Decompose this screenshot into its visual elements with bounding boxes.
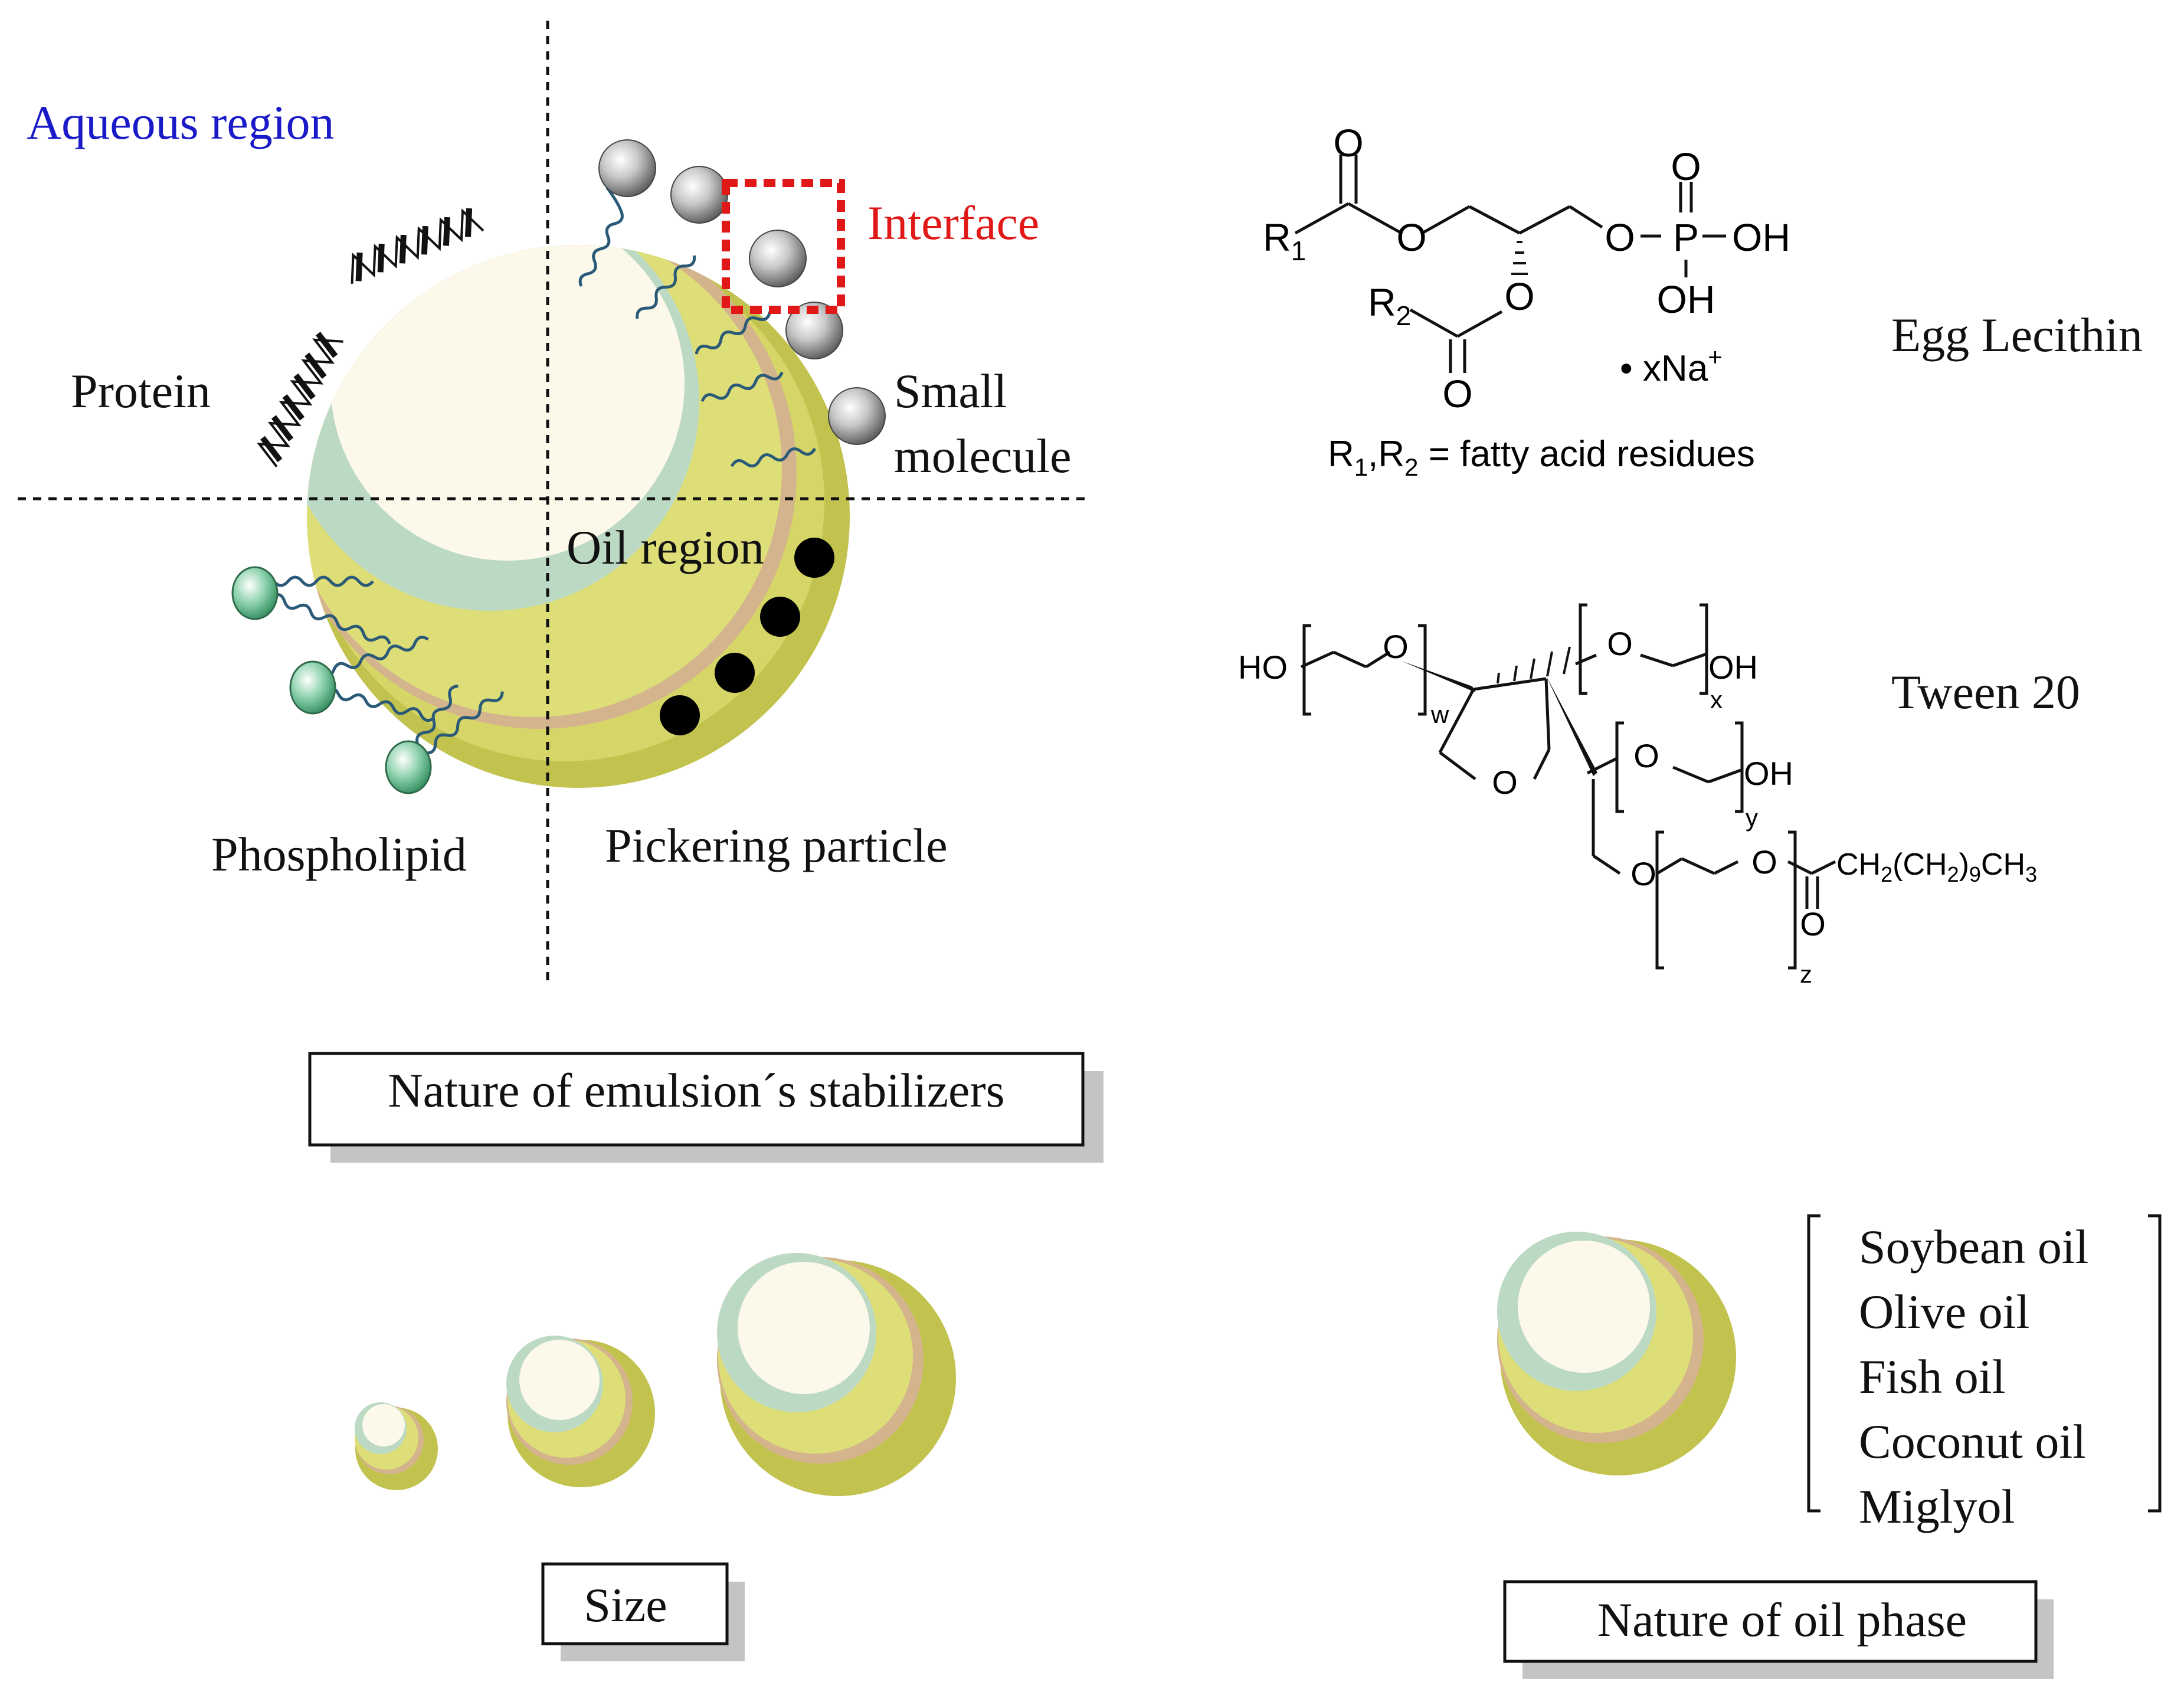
tween20-oxygen: O bbox=[1383, 628, 1409, 665]
pickering-particle-label: Pickering particle bbox=[605, 819, 948, 872]
phospholipid-head bbox=[385, 740, 432, 794]
tween20-lauryl-chain: CH2(CH2)9CH3 bbox=[1836, 847, 2037, 886]
oil-phase-caption-box: Nature of oil phase bbox=[1503, 1580, 2054, 1679]
small-molecule-head bbox=[828, 387, 886, 445]
lecithin-r1: R1 bbox=[1263, 215, 1306, 266]
tween20-structure: HO O w O OH x O O OH y O O O z CH2(CH2)9… bbox=[1238, 603, 2037, 988]
size-caption-box: Size bbox=[541, 1562, 745, 1661]
small-molecule-head bbox=[670, 166, 728, 224]
lecithin-salt: • xNa+ bbox=[1620, 343, 1723, 389]
size-caption: Size bbox=[584, 1578, 667, 1632]
lecithin-hydroxyl: OH bbox=[1732, 215, 1790, 259]
tween20-ring-oxygen: O bbox=[1492, 764, 1518, 801]
oil-list-item: Soybean oil bbox=[1859, 1220, 2088, 1274]
lecithin-atom: O bbox=[1605, 215, 1635, 259]
lecithin-atom: O bbox=[1333, 121, 1363, 165]
lecithin-atom: O bbox=[1442, 372, 1472, 415]
pickering-particle bbox=[760, 597, 800, 637]
oil-list-item: Coconut oil bbox=[1859, 1415, 2086, 1468]
oil-list-item: Olive oil bbox=[1859, 1285, 2029, 1339]
tween20-subscript: y bbox=[1746, 804, 1758, 832]
lecithin-residue-note: R1,R2 = fatty acid residues bbox=[1328, 434, 1755, 481]
phospholipid-label: Phospholipid bbox=[211, 827, 467, 881]
tween20-hydroxyl: OH bbox=[1708, 649, 1758, 686]
pickering-particles bbox=[660, 538, 834, 735]
small-molecule-tails bbox=[578, 186, 817, 468]
lecithin-atom: O bbox=[1504, 274, 1534, 318]
size-droplets bbox=[355, 1253, 956, 1496]
lecithin-atom: O bbox=[1671, 145, 1701, 188]
small-molecule-head bbox=[598, 139, 656, 197]
egg-lecithin-structure: O R1 O O P O OH OH O R2 O • xNa+ R1,R2 =… bbox=[1263, 121, 1790, 481]
protein-label: Protein bbox=[71, 364, 211, 418]
pickering-particle bbox=[660, 695, 700, 735]
small-molecule-head bbox=[749, 230, 807, 287]
tween20-oxygen: O bbox=[1751, 843, 1777, 881]
phospholipid-head bbox=[231, 566, 279, 620]
tween20-carbonyl-oxygen: O bbox=[1800, 905, 1826, 943]
lecithin-hydroxyl: OH bbox=[1657, 277, 1715, 321]
tween20-oxygen: O bbox=[1630, 855, 1656, 892]
tween20-subscript: z bbox=[1800, 960, 1812, 988]
lecithin-r2: R2 bbox=[1368, 280, 1411, 331]
lecithin-phosphorus: P bbox=[1673, 215, 1699, 259]
egg-lecithin-label: Egg Lecithin bbox=[1891, 308, 2143, 362]
main-droplet bbox=[307, 245, 850, 788]
droplet-medium bbox=[506, 1336, 655, 1487]
oil-region-label: Oil region bbox=[567, 521, 764, 574]
phospholipid-heads bbox=[231, 566, 432, 794]
tween20-label: Tween 20 bbox=[1891, 665, 2080, 719]
interface-label: Interface bbox=[867, 196, 1039, 250]
small-molecule-heads bbox=[598, 139, 886, 445]
protein-ribbon bbox=[254, 329, 343, 467]
phospholipid-head bbox=[289, 660, 336, 715]
stabilizers-caption: Nature of emulsion´s stabilizers bbox=[388, 1063, 1004, 1117]
small-molecule-head bbox=[785, 302, 843, 359]
lecithin-atom: O bbox=[1396, 215, 1426, 259]
tween20-subscript: x bbox=[1710, 686, 1723, 714]
protein-ribbon bbox=[342, 207, 484, 284]
aqueous-region-label: Aqueous region bbox=[27, 96, 335, 149]
pickering-particle bbox=[715, 653, 755, 693]
quadrant-dividers bbox=[18, 21, 1089, 983]
tween20-wedge-bond bbox=[1546, 676, 1597, 776]
small-molecule-label-line2: molecule bbox=[894, 429, 1072, 483]
oil-phase-droplet bbox=[1497, 1232, 1736, 1475]
oil-list-item: Miglyol bbox=[1859, 1480, 2015, 1533]
oil-phase-caption: Nature of oil phase bbox=[1597, 1593, 1967, 1647]
tween20-hydroxyl: OH bbox=[1744, 755, 1793, 792]
tween20-wedge-bond bbox=[1402, 661, 1475, 692]
pickering-particle bbox=[794, 538, 834, 578]
oil-list-item: Fish oil bbox=[1859, 1350, 2005, 1403]
tween20-oxygen: O bbox=[1607, 625, 1633, 662]
protein-ribbons bbox=[254, 207, 484, 467]
tween20-subscript: w bbox=[1430, 701, 1449, 728]
droplet-small bbox=[355, 1402, 438, 1490]
interface-marker-box bbox=[722, 179, 845, 314]
small-molecule-label-line1: Small bbox=[894, 364, 1007, 418]
tween20-oxygen: O bbox=[1633, 737, 1659, 774]
tween20-hydroxyl: HO bbox=[1238, 649, 1288, 686]
droplet-large bbox=[717, 1253, 956, 1496]
stabilizers-caption-box: Nature of emulsion´s stabilizers bbox=[308, 1052, 1104, 1163]
oil-list-brackets bbox=[1807, 1214, 2162, 1513]
